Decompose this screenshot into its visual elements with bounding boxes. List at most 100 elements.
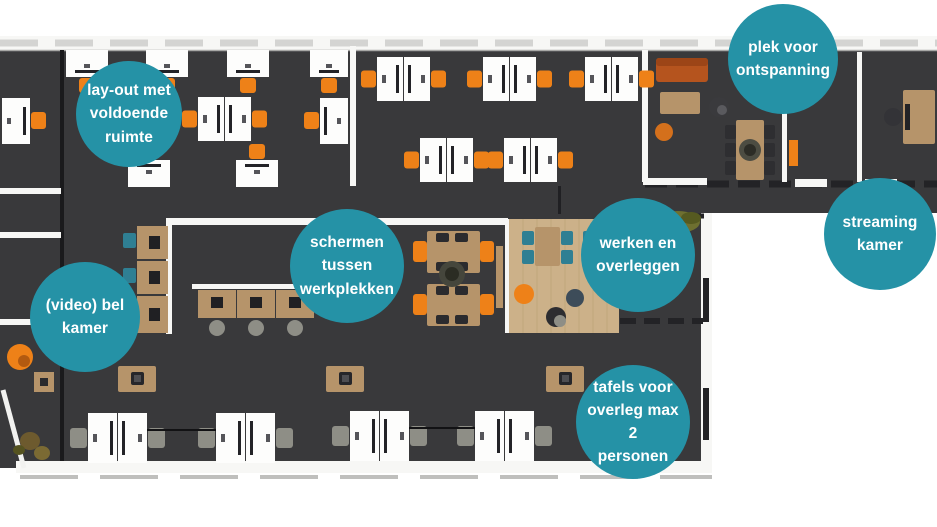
desk-pair <box>404 57 430 101</box>
plant <box>34 446 50 460</box>
callout-label: streaming kamer <box>842 213 918 254</box>
monitor <box>110 421 113 455</box>
chair <box>249 144 265 159</box>
wall <box>643 178 707 185</box>
armchair-seat <box>717 105 727 115</box>
monitor <box>137 164 161 167</box>
monitor <box>250 297 262 308</box>
chair <box>31 112 46 129</box>
diagonal-wall <box>0 389 27 469</box>
chair <box>148 428 165 448</box>
wire-chair <box>455 286 468 295</box>
dining-chair <box>725 161 736 175</box>
dining-chair <box>764 125 775 139</box>
monitor <box>372 419 375 453</box>
monitor <box>23 107 26 135</box>
monitor <box>324 107 327 135</box>
keyboard <box>254 170 260 174</box>
monitor <box>75 70 99 73</box>
wall <box>166 222 172 334</box>
chair <box>558 151 573 169</box>
plant <box>13 445 25 455</box>
right-wall-hatch <box>703 388 709 440</box>
wall <box>350 46 356 186</box>
meeting-chair <box>561 231 573 245</box>
room-wall <box>0 188 61 194</box>
callout-label: schermen tussen werkplekken <box>299 234 395 298</box>
chair <box>480 241 494 262</box>
chair <box>182 110 197 128</box>
meeting-chair <box>561 250 573 264</box>
work-table <box>427 284 480 326</box>
chair <box>467 70 482 88</box>
chair <box>569 70 584 88</box>
wire-chair <box>436 315 449 324</box>
chair <box>488 151 503 169</box>
desk-pair <box>504 138 530 182</box>
monitor <box>408 65 411 93</box>
monitor <box>149 236 160 249</box>
plant <box>20 432 40 450</box>
keyboard <box>509 156 513 164</box>
monitor <box>514 65 517 93</box>
keyboard <box>84 64 90 68</box>
task-chair <box>248 320 264 336</box>
keyboard <box>164 64 170 68</box>
side-shelf <box>496 246 503 308</box>
room-wall <box>0 232 61 238</box>
table-centerpiece-inner <box>744 144 756 156</box>
keyboard <box>337 118 341 124</box>
monitor <box>229 105 232 133</box>
dining-chair <box>725 143 736 157</box>
wall <box>782 52 787 182</box>
callout-label: lay-out met voldoende ruimte <box>87 82 171 146</box>
callout-label: werken en overleggen <box>596 234 680 275</box>
pouf <box>566 289 584 307</box>
keyboard <box>400 432 404 440</box>
keyboard <box>590 75 594 83</box>
callout-label: plek voor ontspanning <box>735 38 831 79</box>
monitor <box>217 105 220 133</box>
callout-overleg-tafels: tafels voor overleg max 2 personen <box>576 365 690 479</box>
desk-pair <box>612 57 638 101</box>
callout-streaming-kamer: streaming kamer <box>824 178 936 290</box>
desk-pair <box>483 57 509 101</box>
streaming-desk <box>903 90 935 144</box>
monitor <box>451 146 454 174</box>
streaming-monitor <box>905 104 910 130</box>
monitor <box>616 65 619 93</box>
duo-table-chair-seat <box>134 375 141 382</box>
pouf <box>514 284 534 304</box>
keyboard <box>421 75 425 83</box>
desk-pair <box>447 138 473 182</box>
callout-video-bel-kamer: (video) bel kamer <box>30 262 140 372</box>
monitor <box>155 70 179 73</box>
door-threshold <box>795 179 827 187</box>
task-chair <box>123 268 136 283</box>
keyboard <box>355 432 359 440</box>
dining-chair <box>764 161 775 175</box>
desk-pair <box>225 97 251 141</box>
callout-label: tafels voor overleg max 2 personen <box>587 378 679 466</box>
monitor <box>604 65 607 93</box>
monitor <box>396 65 399 93</box>
chair <box>639 70 654 88</box>
chair <box>480 294 494 315</box>
keyboard <box>326 64 332 68</box>
keyboard <box>138 434 142 442</box>
keyboard <box>480 432 484 440</box>
sofa-back <box>656 58 708 66</box>
right-wall-hatch <box>703 278 709 322</box>
monitor <box>384 419 387 453</box>
monitor <box>149 308 160 321</box>
wire-chair <box>455 233 468 242</box>
pouf <box>655 123 673 141</box>
monitor <box>509 419 512 453</box>
desk-pair <box>510 57 536 101</box>
meeting-chair <box>522 250 534 264</box>
desk-pair <box>377 57 403 101</box>
meeting-chair <box>522 231 534 245</box>
keyboard <box>382 75 386 83</box>
